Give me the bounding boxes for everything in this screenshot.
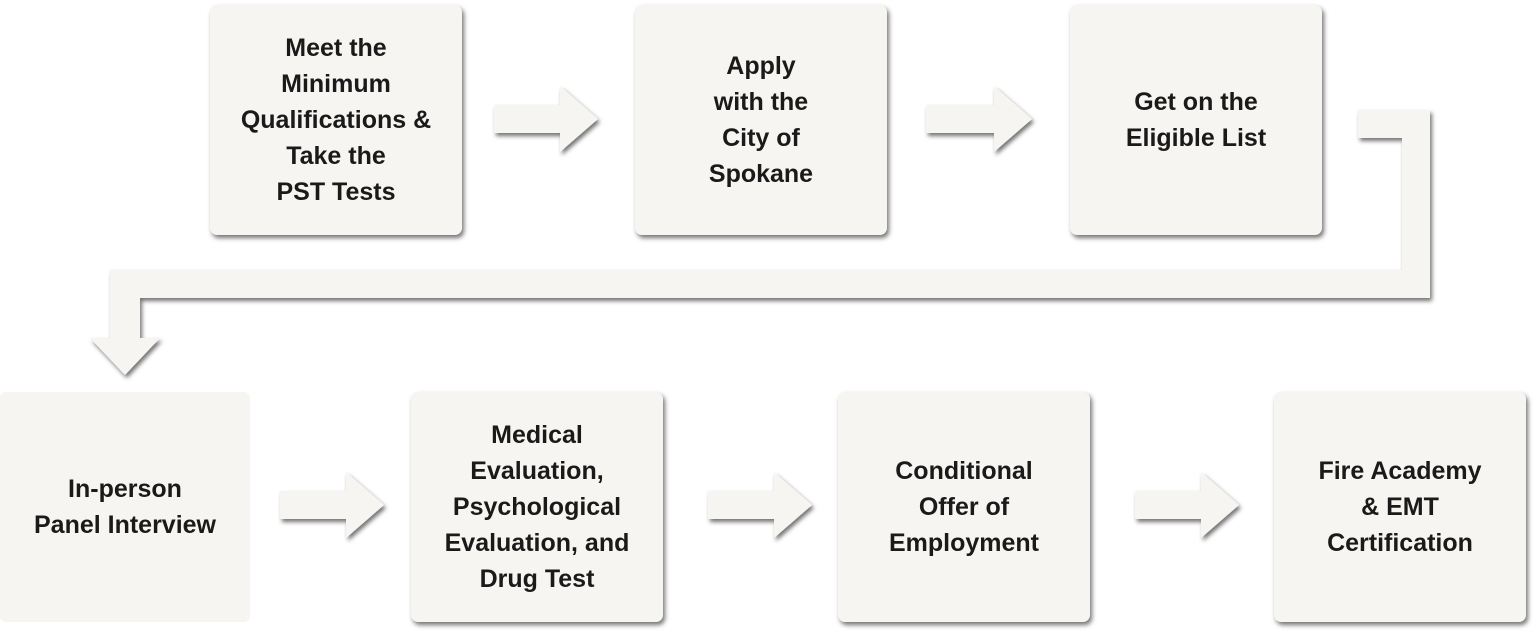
arrow-step4-to-step5: [280, 472, 384, 538]
arrow-step5-to-step6: [708, 472, 812, 538]
arrow-step6-to-step7: [1135, 472, 1239, 538]
step-label: Fire Academy & EMT Certification: [1318, 457, 1482, 557]
step-label: Meet the Minimum Qualifications & Take t…: [240, 34, 432, 206]
arrow-step2-to-step3: [926, 86, 1032, 152]
step-label: Get on the Eligible List: [1125, 88, 1267, 152]
step-label: Apply with the City of Spokane: [708, 52, 814, 188]
step-box-minimum-qualifications: Meet the Minimum Qualifications & Take t…: [210, 5, 462, 235]
step-box-fire-academy: Fire Academy & EMT Certification: [1274, 392, 1526, 622]
step-box-panel-interview: In-person Panel Interview: [0, 392, 250, 622]
step-box-eligible-list: Get on the Eligible List: [1070, 5, 1322, 235]
step-box-medical-evaluation: Medical Evaluation, Psychological Evalua…: [411, 392, 663, 622]
step-label: Medical Evaluation, Psychological Evalua…: [444, 421, 630, 593]
arrow-step1-to-step2: [494, 86, 598, 152]
step-label: In-person Panel Interview: [33, 475, 217, 539]
step-label: Conditional Offer of Employment: [888, 457, 1040, 557]
step-box-apply-city: Apply with the City of Spokane: [635, 5, 887, 235]
step-box-conditional-offer: Conditional Offer of Employment: [838, 392, 1090, 622]
